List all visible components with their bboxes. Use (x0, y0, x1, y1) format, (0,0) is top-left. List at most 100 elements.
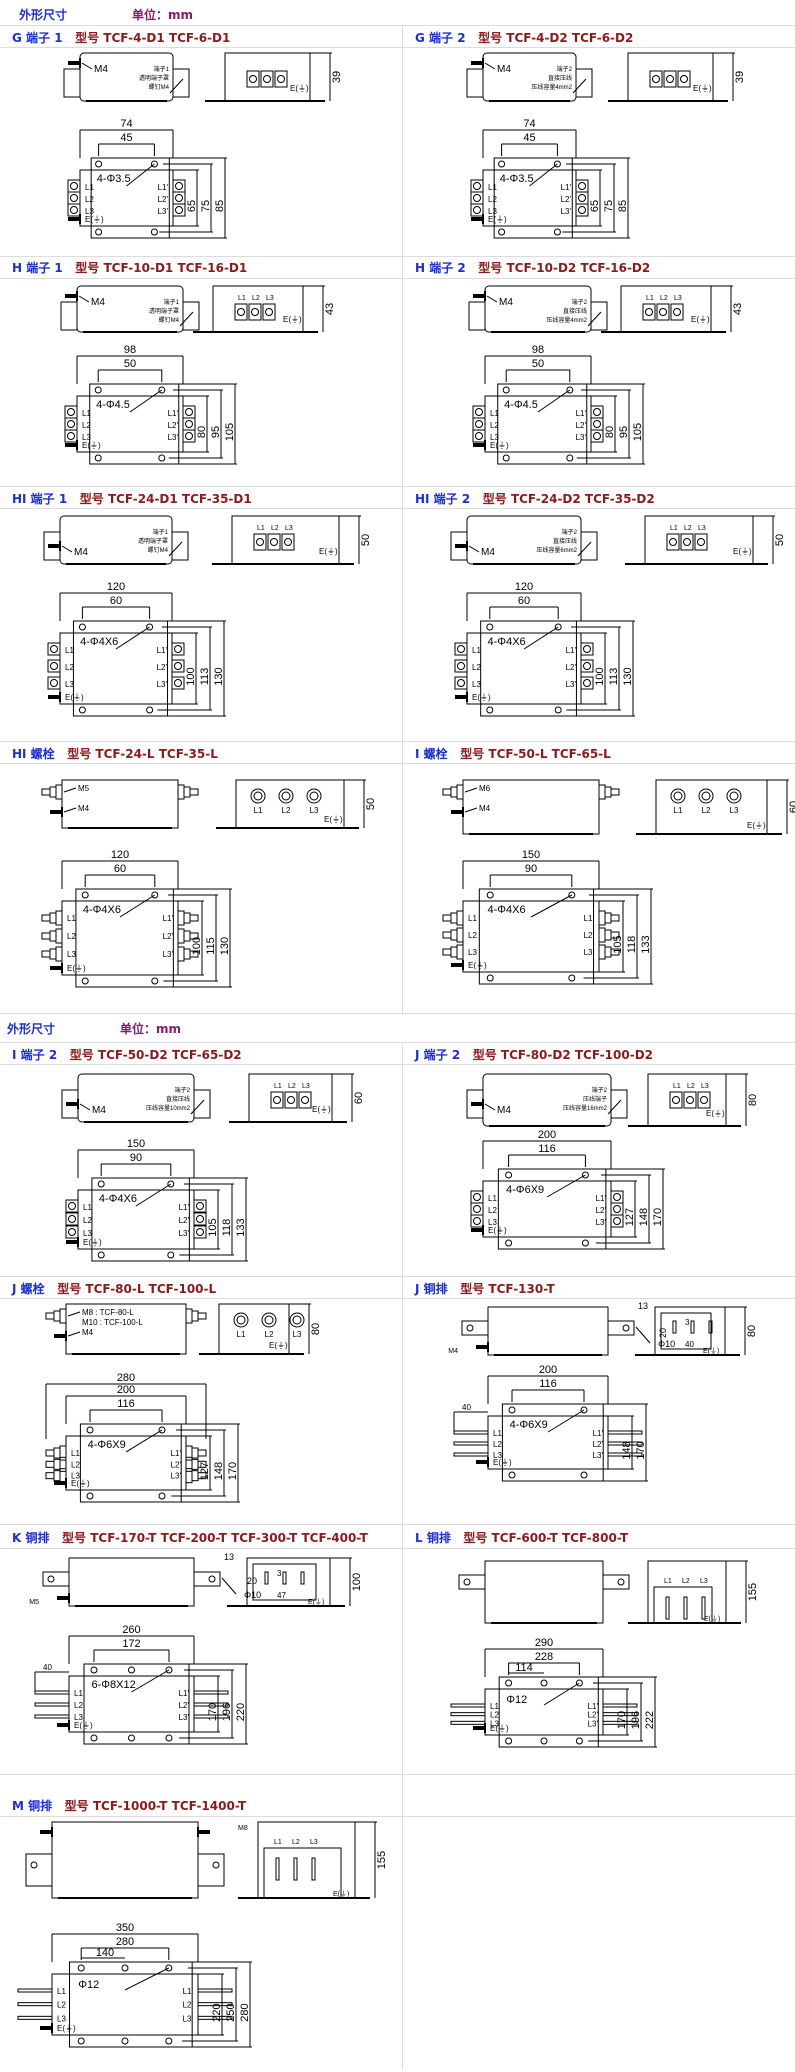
terminal-screw-icon (47, 642, 61, 656)
earth-label: E(⏚) (74, 1721, 93, 1730)
busbar-icon (193, 1714, 229, 1719)
filter-body (484, 1560, 604, 1624)
terminal-screw-icon (580, 642, 594, 656)
line-label: L2' (168, 421, 179, 430)
bolt-stud-icon (253, 791, 263, 801)
divider (0, 1548, 795, 1549)
terminal-screw (613, 1217, 621, 1225)
earth-screw-icon (198, 1830, 210, 1834)
bolt-terminal-icon (185, 1456, 207, 1472)
line-label: L1 (493, 1429, 502, 1438)
depth-dim-label: 65 (589, 200, 601, 212)
terminal-screw (196, 1215, 204, 1223)
mount-hole-icon (581, 1239, 589, 1247)
line-label: L2' (171, 1460, 182, 1469)
line-label: L3 (67, 950, 76, 959)
terminal-screw (473, 182, 481, 190)
drawing-line (464, 787, 478, 793)
terminal-screw (68, 1228, 76, 1236)
busbar-icon (197, 2002, 233, 2007)
bolt-terminal-icon (45, 1468, 67, 1484)
width-dim-label: 200 (538, 1129, 556, 1141)
bolt-washer (450, 786, 458, 798)
divider (0, 47, 795, 48)
busbar-icon (450, 1712, 486, 1717)
bolt-terminal-icon (598, 927, 620, 943)
busbar-slot-icon (311, 1857, 316, 1881)
terminal-screw (175, 194, 183, 202)
terminal-screw-icon (253, 533, 267, 551)
terminal-screw-icon (171, 676, 185, 690)
busbar-slot-icon (690, 1320, 695, 1334)
bolt-nut (55, 928, 63, 944)
model-label: 型号 TCF-24-D2 TCF-35-D2 (482, 492, 655, 506)
hole-span-dim-label: 116 (539, 1378, 557, 1390)
terminal-cell (47, 642, 61, 656)
mount-hole-dim-label: 4-Φ4X6 (80, 636, 118, 648)
line-label: L1 (670, 525, 678, 532)
drawing-line (125, 1429, 163, 1453)
line-label: L1 (472, 646, 481, 655)
mounting-plate (478, 888, 595, 985)
width-dim-label: 150 (522, 849, 540, 861)
line-label: L1 (57, 1987, 66, 1996)
terminal-screw-icon (590, 417, 604, 431)
depth-dim-label: 75 (603, 200, 615, 212)
terminal-cell (663, 70, 677, 88)
drawing-line (61, 545, 73, 553)
busbar-slot-icon (708, 1320, 713, 1334)
line-label: L2 (292, 1839, 300, 1846)
side-view: M8 (25, 1821, 248, 1899)
terminal-cell (281, 533, 295, 551)
earth-label: E(⏚) (747, 821, 766, 830)
terminal-note: 压线容量16mm2 (563, 1104, 608, 1112)
bolt-stud-icon (289, 1312, 305, 1328)
terminal-screw (185, 432, 193, 440)
mount-hole-icon (94, 454, 102, 462)
terminal-cover (590, 301, 608, 331)
terminal-screw (70, 182, 78, 190)
drawing-line (530, 894, 573, 918)
earth-screw-icon (65, 443, 77, 447)
bolt-thread (189, 914, 199, 922)
terminal-screw (185, 420, 193, 428)
dim-label: 3 (685, 1318, 690, 1327)
hole-half-dim-label: 140 (96, 1947, 114, 1959)
bolt-stud-icon (278, 788, 294, 804)
mount-hole-icon (502, 454, 510, 462)
terminal-note: 直接压线 (563, 307, 587, 315)
terminal-note: 压线容量4mm2 (546, 316, 587, 324)
mount-hole-dim-label: 4-Φ6X9 (510, 1419, 548, 1431)
terminal-screw-icon (47, 659, 61, 673)
line-label: L1 (85, 183, 94, 192)
earth-screw-icon (48, 695, 60, 699)
model-label: 型号 TCF-600-T TCF-800-T (463, 1531, 629, 1545)
mounting-plate (480, 620, 577, 717)
terminal-screw-icon (67, 191, 81, 205)
cell-header: H 端子 2 型号 TCF-10-D2 TCF-16-D2 (415, 259, 650, 276)
bolt-stud-icon (309, 791, 319, 801)
drawing-line (537, 389, 571, 413)
earth-screw-icon (40, 1830, 52, 1834)
terminal-cell (677, 70, 691, 88)
busbar-icon (193, 1702, 229, 1707)
bolt-stud-icon (729, 791, 739, 801)
mounting-plate (497, 383, 588, 465)
terminal-cell (193, 1212, 207, 1226)
terminal-screw (67, 420, 75, 428)
terminal-cell (64, 429, 78, 443)
earth-screw-icon (68, 217, 80, 221)
depth-dim-label: 75 (200, 200, 212, 212)
depth-dim-label: 133 (640, 935, 652, 953)
line-label: L1 (490, 409, 499, 418)
mount-hole-icon (90, 1666, 98, 1674)
